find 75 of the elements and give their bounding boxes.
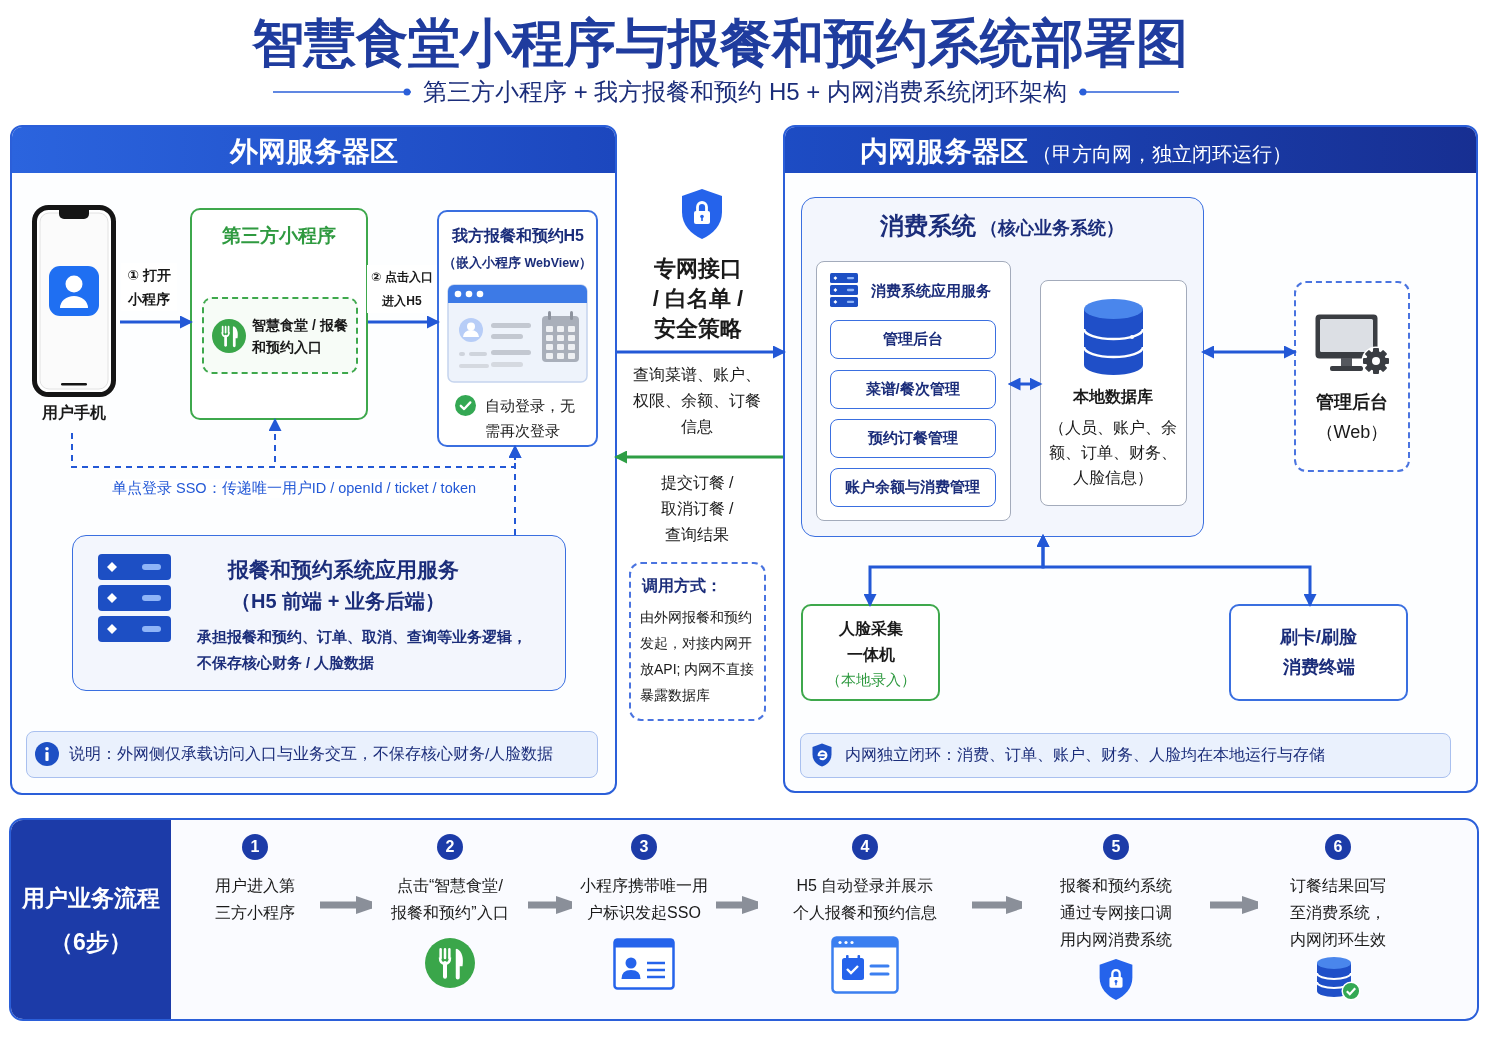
arrow — [1036, 534, 1317, 607]
box-label: 菜谱/餐次管理 — [865, 379, 960, 399]
box-label: 管理后台 — [882, 329, 943, 349]
function-box — [830, 370, 996, 409]
service-box — [72, 535, 566, 691]
device-box — [801, 604, 940, 701]
box-title: 管理后台 — [1316, 391, 1388, 414]
edge-label: 单点登录 SSO：传递唯一用户ID / openId / ticket / token — [112, 479, 477, 498]
step-text: 用户进入第三方小程序 — [214, 876, 296, 923]
zone-title: 外网服务器区 — [229, 135, 398, 169]
database-box — [1039, 279, 1187, 506]
box-title: 消费系统应用服务 — [870, 280, 991, 300]
dashed-arrow — [508, 445, 522, 536]
note-text: 说明：外网侧仅承载访问入口与业务交互，不保存核心财务/人脸数据 — [69, 744, 554, 764]
device-box — [1229, 604, 1408, 701]
box-title: 人脸采集一体机 — [837, 619, 904, 665]
box-label: 账户余额与消费管理 — [845, 477, 980, 497]
flow-panel — [9, 818, 1479, 1021]
panel-title: 用户业务流程（6步） — [21, 883, 161, 957]
note-bar — [26, 731, 598, 778]
box-subtitle: （H5 前端 + 业务后端） — [231, 589, 445, 614]
diagram-title: 智慧食堂小程序与报餐和预约系统部署图 — [252, 13, 1188, 74]
box-description: 由外网报餐和预约发起，对接内网开放API; 内网不直接暴露数据库 — [640, 608, 756, 705]
box-subtitle: （核心业务系统） — [980, 217, 1124, 240]
step-number: 5 — [1103, 834, 1129, 860]
step-number: 2 — [437, 834, 463, 860]
step-number: 3 — [631, 834, 657, 860]
arrow — [614, 450, 783, 464]
box-title: 本地数据库 — [1072, 386, 1153, 407]
module-box — [815, 260, 1011, 521]
box-title: 刷卡/刷脸消费终端 — [1279, 626, 1358, 679]
arrow — [1201, 345, 1297, 359]
step-text: 报餐和预约系统通过专网接口调用内网消费系统 — [1059, 876, 1173, 950]
arrow — [368, 315, 440, 329]
status-text: 自动登录，无需再次登录 — [485, 396, 576, 441]
info-box — [629, 562, 766, 721]
subtitle: 第三方小程序 + 我方报餐和预约 H5 + 内网消费系统闭环架构 — [423, 77, 1068, 107]
step-number: 6 — [1325, 834, 1351, 860]
box-subtitle: （Web） — [1315, 421, 1389, 444]
step-text: 点击“智慧食堂/报餐和预约”入口 — [390, 876, 510, 923]
function-box — [830, 468, 996, 507]
arrow — [617, 345, 786, 359]
box-subtitle: （本地录入） — [825, 670, 916, 690]
step-number: 1 — [242, 834, 268, 860]
process-box — [437, 210, 598, 447]
zone-title: 内网服务器区 — [859, 135, 1028, 169]
box-title: 消费系统 — [880, 211, 976, 241]
box-label: 智慧食堂 / 报餐和预约入口 — [252, 316, 349, 357]
system-box — [801, 197, 1204, 537]
box-title: 报餐和预约系统应用服务 — [227, 557, 459, 583]
box-label: 预约订餐管理 — [867, 428, 958, 448]
entry-box — [202, 297, 358, 374]
step-text: H5 自动登录并展示个人报餐和预约信息 — [792, 876, 938, 923]
node-label: 用户手机 — [42, 403, 106, 423]
box-title: 我方报餐和预约H5 — [451, 226, 584, 246]
process-box — [190, 208, 368, 420]
box-description: 承担报餐和预约、订单、取消、查询等业务逻辑，不保存核心财务 / 人脸数据 — [197, 628, 528, 673]
zone-panel — [783, 125, 1478, 793]
box-subtitle: （嵌入小程序 WebView） — [443, 255, 592, 272]
arrow — [1007, 377, 1043, 391]
step-text: 小程序携带唯一用户标识发起SSO — [579, 876, 709, 923]
zone-panel — [10, 125, 617, 795]
annotation-text: 专网接口 / 白名单 / 安全策略 — [651, 255, 745, 343]
function-box — [830, 320, 996, 359]
box-title: 调用方式： — [642, 576, 722, 596]
box-description: （人员、账户、余额、订单、财务、人脸信息） — [1047, 417, 1178, 488]
box-title: 第三方小程序 — [222, 224, 336, 248]
function-box — [830, 419, 996, 458]
arrow — [120, 315, 193, 329]
step-number: 4 — [852, 834, 878, 860]
zone-subtitle: （甲方向网，独立闭环运行） — [1031, 142, 1292, 167]
console-box — [1294, 281, 1410, 472]
note-bar — [800, 733, 1451, 778]
note-text: 内网独立闭环：消费、订单、账户、财务、人脸均在本地运行与存储 — [845, 745, 1325, 765]
step-text: 订餐结果回写至消费系统，内网闭环生效 — [1289, 876, 1387, 950]
